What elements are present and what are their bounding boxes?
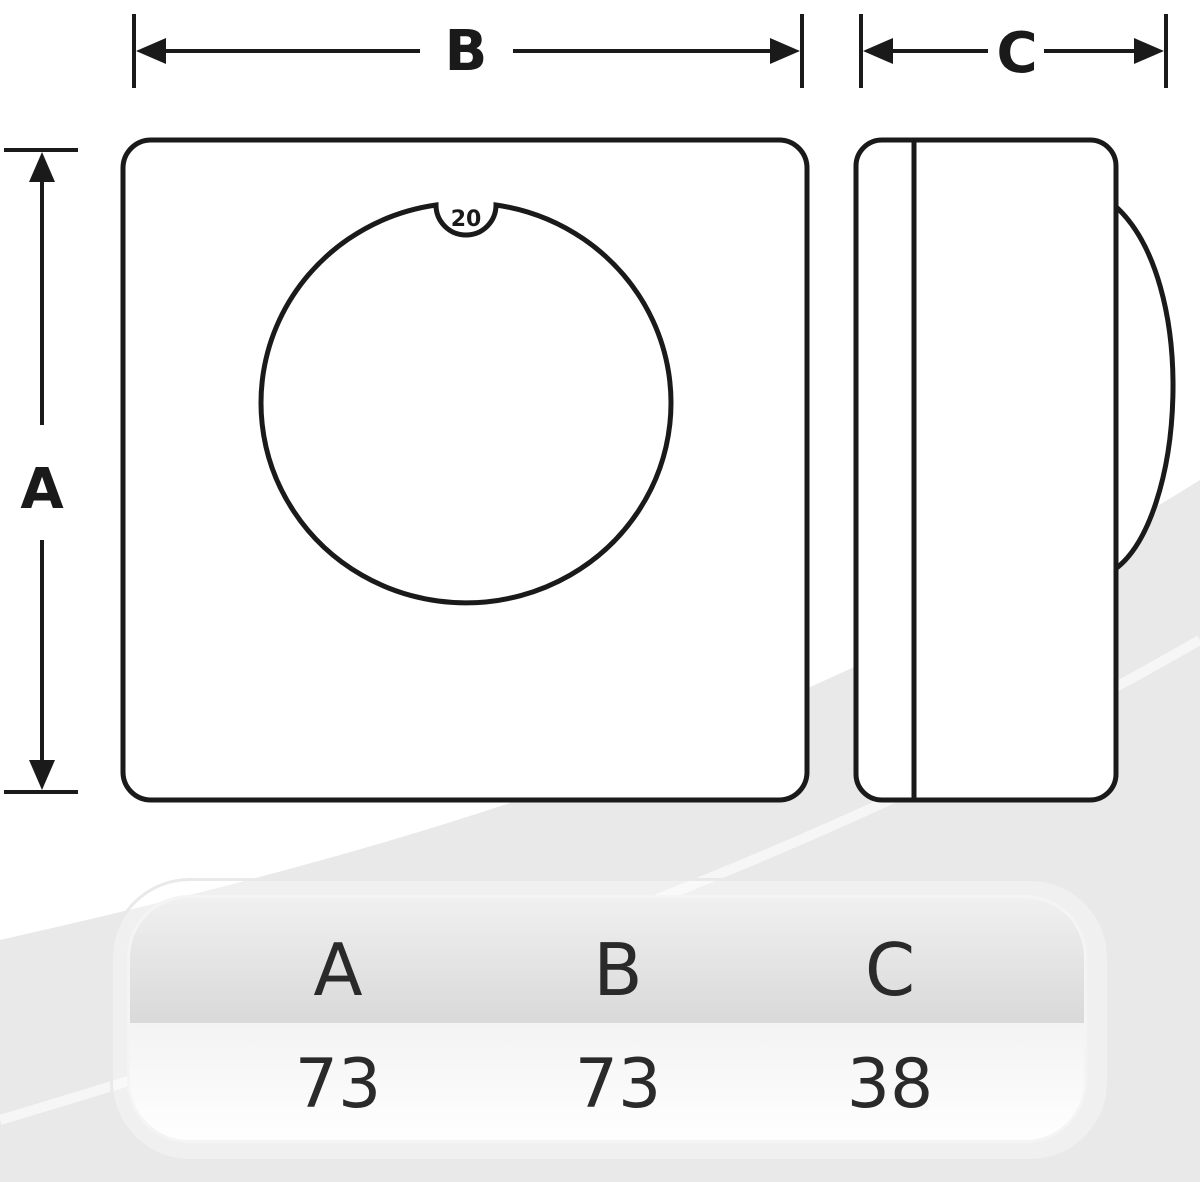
table-header-c: C [864,928,916,1012]
dimension-a-top-arrow [29,152,55,182]
dimension-a-bottom-arrow [29,760,55,790]
dimension-b-label: B [445,19,488,84]
table-value-b: 73 [574,1045,662,1124]
thermostat-front-view: 20 [120,137,810,803]
side-housing [853,137,1119,803]
dimension-a-label: A [20,457,64,522]
dimension-c-left-arrow [863,38,893,64]
dimension-b-left-arrow [136,38,166,64]
dimension-c-right-arrow [1134,38,1164,64]
dimension-table: A B C 73 73 38 [127,895,1087,1143]
dial-outline [258,202,674,606]
table-header-b: B [593,928,643,1012]
dimension-table-header-row: A B C [130,898,1084,1023]
table-header-a: A [313,928,363,1012]
dimension-b [132,14,804,88]
dimension-table-value-row: 73 73 38 [130,1023,1084,1140]
table-value-a: 73 [294,1045,382,1124]
dimension-b-right-arrow [770,38,800,64]
dimension-a [4,148,78,794]
dimension-c [859,14,1168,88]
table-value-c: 38 [846,1045,934,1124]
dimension-c-label: C [996,21,1037,86]
side-dial-bulge [1112,203,1176,573]
dial-setpoint-number: 20 [451,207,482,232]
thermostat-side-view [853,137,1176,803]
